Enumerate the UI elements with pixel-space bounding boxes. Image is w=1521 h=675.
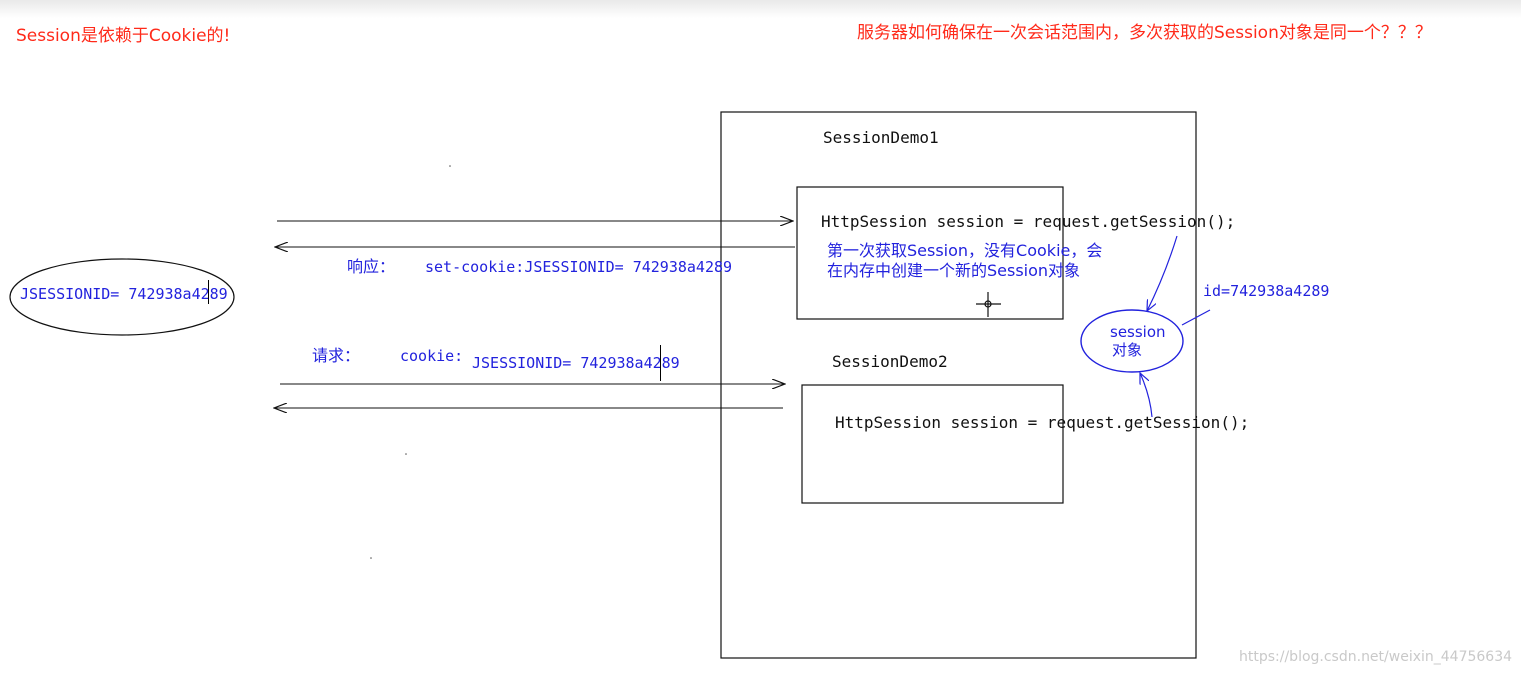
stray-dot <box>370 557 372 559</box>
right-question-note: 服务器如何确保在一次会话范围内，多次获取的Session对象是同一个？？？ <box>857 23 1432 43</box>
session-object-line1: session <box>1110 323 1166 341</box>
session-demo1-note-line1: 第一次获取Session，没有Cookie，会 <box>827 241 1103 260</box>
client-cookie-value: JSESSIONID= 742938a4289 <box>20 285 228 303</box>
session-demo1-code: HttpSession session = request.getSession… <box>821 212 1236 231</box>
session-demo1-label: SessionDemo1 <box>823 128 939 147</box>
session-demo1-box <box>796 186 1064 320</box>
session-object-ellipse <box>1080 309 1184 373</box>
text-cursor-icon <box>660 345 661 381</box>
session-demo2-code: HttpSession session = request.getSession… <box>835 413 1250 432</box>
crosshair-cursor-icon <box>976 292 1001 317</box>
session-demo2-label: SessionDemo2 <box>832 352 948 371</box>
stray-dot <box>405 453 407 455</box>
request-cookie-label: cookie: <box>400 347 464 365</box>
client-cookie-ellipse <box>9 258 235 336</box>
session-id-label: id=742938a4289 <box>1203 282 1330 300</box>
left-title-note: Session是依赖于Cookie的! <box>16 26 231 46</box>
session-demo1-note-line2: 在内存中创建一个新的Session对象 <box>827 261 1081 280</box>
demo2-to-session-arrow <box>1140 373 1153 418</box>
text-cursor-icon <box>208 280 209 304</box>
request-cookie-value: JSESSIONID= 742938a4289 <box>472 354 680 372</box>
demo1-to-session-arrow <box>1147 235 1178 311</box>
session-demo2-box <box>801 384 1064 504</box>
id-to-session-line <box>1181 309 1211 326</box>
request-label: 请求： <box>312 346 361 365</box>
session-object-line2: 对象 <box>1112 341 1143 359</box>
response-set-cookie: set-cookie:JSESSIONID= 742938a4289 <box>425 258 733 276</box>
server-box <box>720 111 1197 659</box>
top-gradient-bar <box>0 0 1521 18</box>
stray-dot <box>449 165 451 167</box>
response-label: 响应： <box>347 257 396 276</box>
csdn-watermark: https://blog.csdn.net/weixin_44756634 <box>1239 649 1513 665</box>
